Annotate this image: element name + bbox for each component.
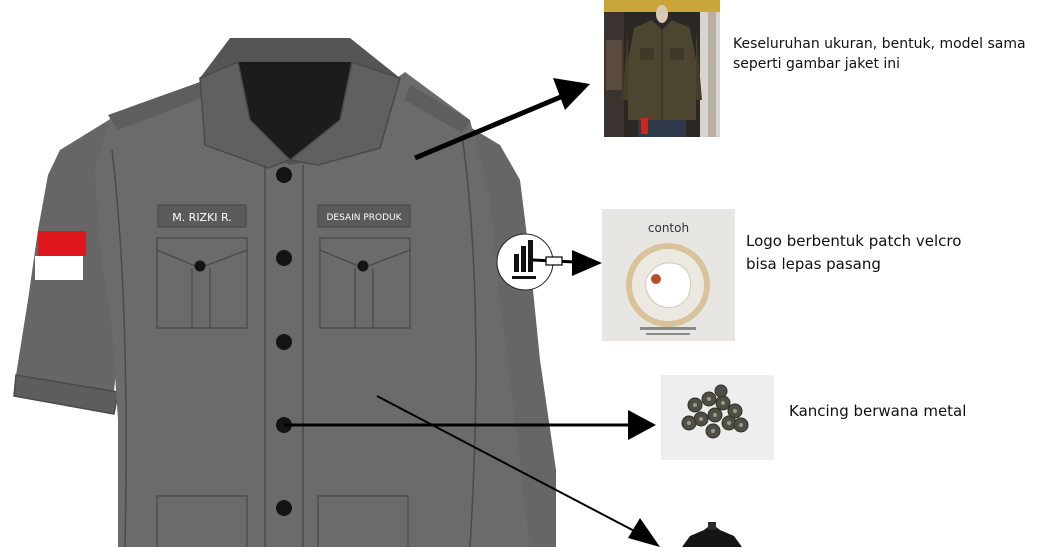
arrow-head-icon bbox=[628, 518, 660, 547]
arrow-model-line bbox=[414, 93, 564, 161]
front-button bbox=[276, 334, 292, 350]
left-lower-pocket bbox=[156, 495, 248, 547]
right-lower-pocket bbox=[317, 495, 409, 547]
annotation-arrows bbox=[284, 78, 660, 547]
buttons-note-line-1: Kancing berwana metal bbox=[789, 402, 967, 420]
model-note-line-2: seperti gambar jaket ini bbox=[733, 56, 901, 72]
buttons-note: Kancing berwana metal bbox=[789, 400, 1029, 422]
logo-note: Logo berbentuk patch velcro bisa lepas p… bbox=[746, 230, 1026, 276]
buttons-photo bbox=[661, 375, 774, 460]
arrow-head-icon bbox=[572, 250, 602, 276]
collar-right-lapel bbox=[288, 61, 401, 166]
pocket-photo bbox=[678, 522, 746, 547]
dept-tag bbox=[317, 204, 411, 228]
logo-badge-icon bbox=[496, 233, 554, 291]
shirt: M. RIZKI R. DESAIN PRODUK bbox=[13, 38, 556, 547]
arrow-head-icon bbox=[628, 410, 656, 440]
left-sleeve-cuff bbox=[13, 374, 119, 415]
left-epaulette bbox=[108, 82, 210, 130]
model-note: Keseluruhan ukuran, bentuk, model sama s… bbox=[733, 34, 1033, 74]
dept-tag-text: DESAIN PRODUK bbox=[326, 213, 402, 223]
logo-note-line-1: Logo berbentuk patch velcro bbox=[746, 232, 962, 250]
logo-note-line-2: bisa lepas pasang bbox=[746, 255, 881, 273]
front-button bbox=[276, 250, 292, 266]
front-button bbox=[276, 500, 292, 516]
model-note-line-1: Keseluruhan ukuran, bentuk, model sama bbox=[733, 36, 1026, 52]
name-tag bbox=[157, 204, 247, 228]
flag-icon bbox=[35, 231, 86, 280]
arrow-pocket-line bbox=[376, 395, 641, 535]
right-chest-pocket bbox=[319, 237, 411, 329]
shirt-body bbox=[95, 72, 530, 547]
front-button bbox=[276, 167, 292, 183]
patch-photo: contoh bbox=[602, 209, 735, 341]
right-epaulette bbox=[405, 85, 470, 133]
name-tag-text: M. RIZKI R. bbox=[172, 211, 232, 224]
patch-photo-label: contoh bbox=[647, 221, 690, 235]
arrow-head-icon bbox=[553, 78, 590, 110]
right-pocket-button bbox=[357, 260, 369, 272]
left-pocket-button bbox=[194, 260, 206, 272]
jacket-photo bbox=[604, 0, 720, 137]
